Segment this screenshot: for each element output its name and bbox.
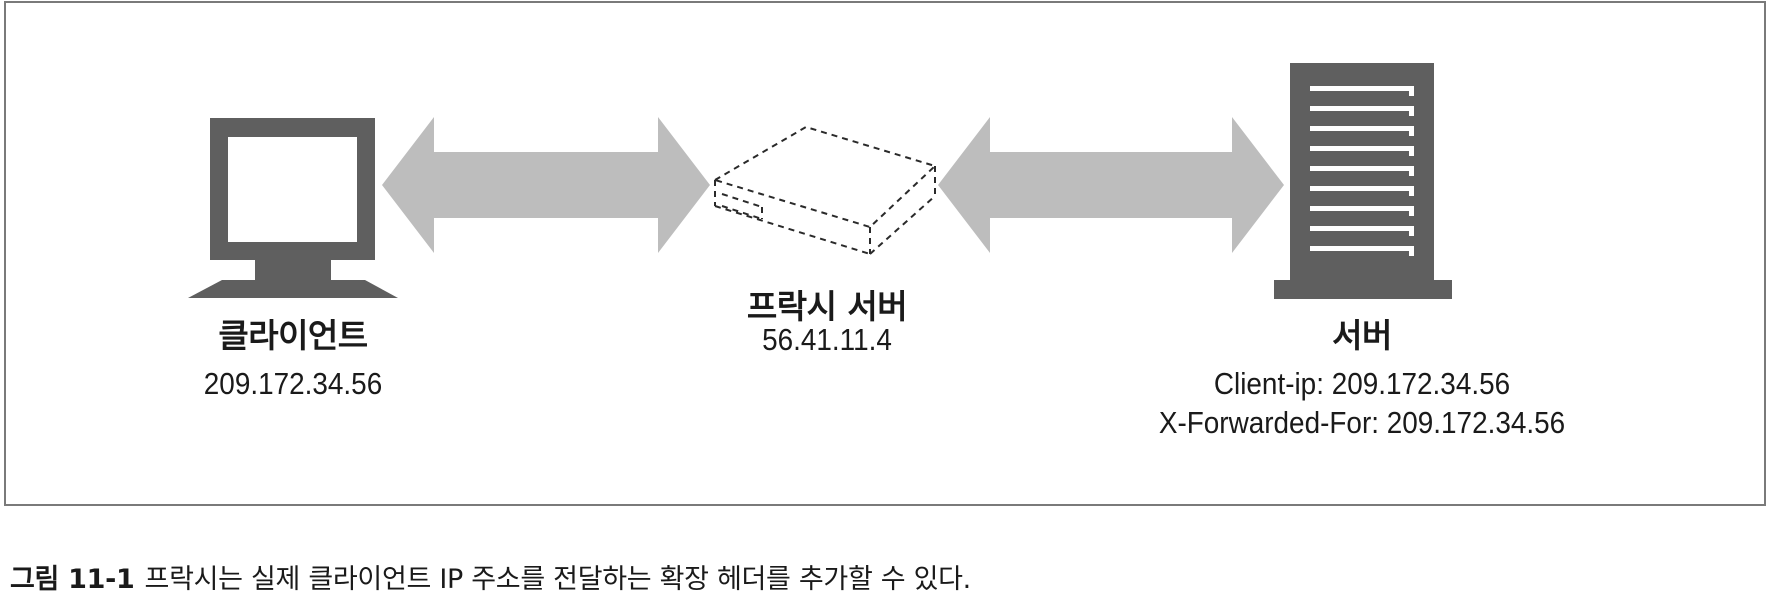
client-proxy-arrow <box>382 117 710 253</box>
server-label: 서버 <box>1332 316 1392 355</box>
server-header-client-ip: Client-ip: 209.172.34.56 <box>1213 366 1511 401</box>
computer-monitor-icon <box>188 118 398 298</box>
client-ip: 209.172.34.56 <box>203 366 383 401</box>
proxy-ip: 56.41.11.4 <box>762 322 892 357</box>
proxy-label: 프락시 서버 <box>746 287 908 326</box>
proxy-box-icon <box>712 125 937 255</box>
caption-number: 그림 11-1 <box>10 564 135 595</box>
client-label: 클라이언트 <box>218 316 368 355</box>
figure-caption: 그림 11-1 프락시는 실제 클라이언트 IP 주소를 전달하는 확장 헤더를 … <box>10 557 971 596</box>
caption-text: 프락시는 실제 클라이언트 IP 주소를 전달하는 확장 헤더를 추가할 수 있… <box>144 564 972 595</box>
server-tower-icon <box>1274 63 1452 299</box>
server-header-x-forwarded-for: X-Forwarded-For: 209.172.34.56 <box>1158 405 1566 440</box>
proxy-server-arrow <box>938 117 1284 253</box>
